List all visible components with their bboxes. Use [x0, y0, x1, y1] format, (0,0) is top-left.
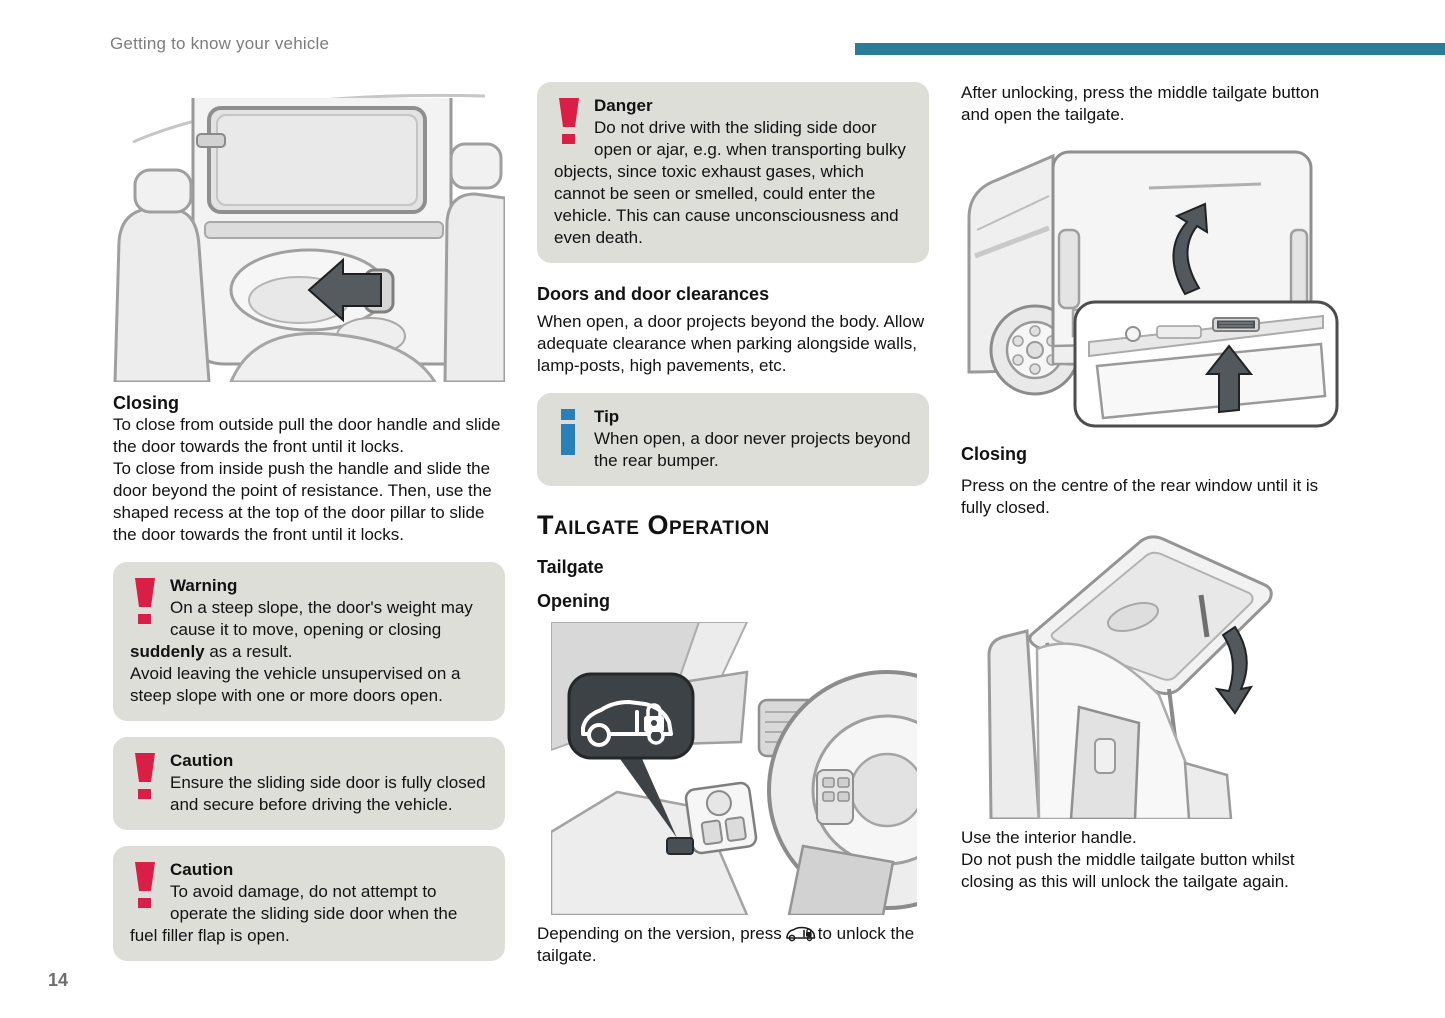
close-direction-arrow-icon [1214, 625, 1254, 715]
caution-exclamation-icon [133, 862, 157, 908]
warning-title: Warning [170, 576, 238, 595]
tailgate-heading: Tailgate [537, 557, 604, 577]
warning-text-bold: suddenly [130, 642, 205, 661]
use-handle-text: Use the interior handle. [961, 828, 1137, 847]
danger-body: Do not drive with the sliding side door … [554, 118, 906, 247]
column-middle: Danger Do not drive with the sliding sid… [537, 82, 929, 967]
tailgate-unlock-button [666, 837, 694, 855]
tailgate-open-illustration [983, 531, 1345, 819]
tip-info-icon [557, 409, 581, 455]
door-panel-drawing [551, 622, 917, 915]
sliding-door-interior-illustration [113, 82, 505, 382]
caution-title: Caution [170, 751, 234, 770]
warning-exclamation-icon [133, 578, 157, 624]
tip-box: Tip When open, a door never projects bey… [537, 393, 929, 486]
unlock-text: to unlock the tailgate. [537, 924, 915, 965]
page-number: 14 [48, 970, 69, 990]
tailgate-operation-heading: Tailgate Operation [537, 510, 770, 540]
tailgate-exterior-illustration [961, 134, 1346, 429]
tip-title: Tip [594, 407, 620, 426]
danger-box: Danger Do not drive with the sliding sid… [537, 82, 929, 263]
column-left: Closing To close from outside pull the d… [113, 82, 505, 967]
column-right: After unlocking, press the middle tailga… [961, 82, 1346, 967]
closing-heading: Closing [961, 444, 1027, 464]
opening-heading: Opening [537, 591, 610, 611]
danger-exclamation-icon [557, 98, 581, 144]
warning-text: On a steep slope, the door's weight may … [170, 598, 473, 639]
warning-text: as a result. [204, 642, 293, 661]
van-rear-drawing [961, 134, 1346, 429]
callout-tail [615, 752, 677, 838]
after-unlocking-paragraph: After unlocking, press the middle tailga… [961, 83, 1320, 124]
doors-clearances-heading: Doors and door clearances [537, 284, 770, 304]
caution-exclamation-icon [133, 753, 157, 799]
open-direction-arrow-icon [1172, 202, 1209, 296]
doors-clearances-paragraph: When open, a door projects beyond the bo… [537, 312, 925, 375]
unlock-text: Depending on the version, press [537, 924, 782, 943]
closing-paragraph-1: To close from outside pull the door hand… [113, 415, 501, 456]
closing-paragraph-2: To close from inside push the handle and… [113, 459, 492, 544]
closing-paragraph: Press on the centre of the rear window u… [961, 476, 1319, 517]
warning-text: Avoid leaving the vehicle unsupervised o… [130, 664, 461, 705]
slide-direction-arrow-icon [307, 257, 382, 323]
caution-body: Ensure the sliding side door is fully cl… [170, 773, 486, 814]
caution-body: To avoid damage, do not attempt to opera… [130, 882, 458, 945]
door-panel-unlock-button-illustration [551, 622, 929, 915]
page-columns: Closing To close from outside pull the d… [113, 82, 1346, 967]
caution-title: Caution [170, 860, 234, 879]
danger-title: Danger [594, 96, 653, 115]
header-accent-bar [855, 43, 1445, 55]
sliding-door-interior-drawing [113, 82, 505, 382]
use-handle-paragraph: Use the interior handle. Do not push the … [961, 827, 1345, 893]
tailgate-button [1217, 320, 1255, 329]
car-lock-icon [785, 924, 817, 942]
press-button-arrow-icon [1204, 344, 1254, 414]
page-header-title: Getting to know your vehicle [110, 34, 330, 53]
caution-box-1: Caution Ensure the sliding side door is … [113, 737, 505, 830]
closing-heading: Closing [113, 393, 179, 413]
tip-body: When open, a door never projects beyond … [594, 429, 911, 470]
use-handle-text: Do not push the middle tailgate button w… [961, 850, 1295, 891]
warning-body: On a steep slope, the door's weight may … [130, 597, 489, 707]
car-with-lock-icon [581, 700, 673, 747]
warning-box: Warning On a steep slope, the door's wei… [113, 562, 505, 721]
caution-box-2: Caution To avoid damage, do not attempt … [113, 846, 505, 961]
open-tailgate-drawing [983, 531, 1279, 819]
